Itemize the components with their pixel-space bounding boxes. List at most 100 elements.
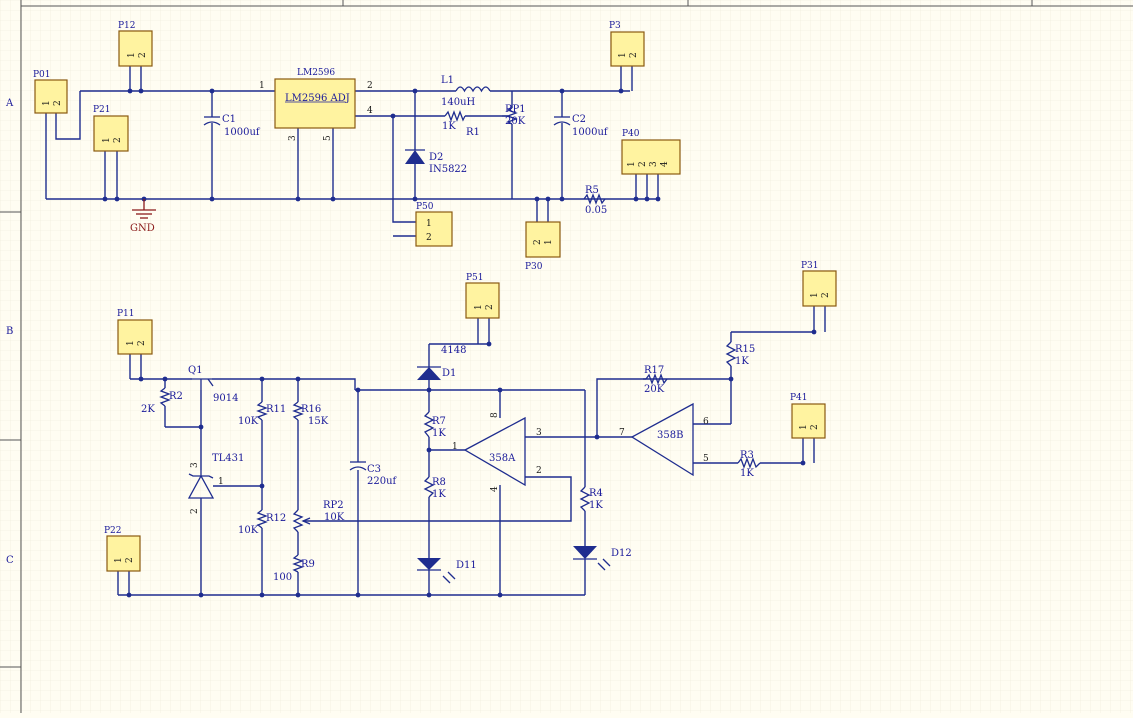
diode-d2[interactable]: [405, 149, 425, 164]
capacitor-c3[interactable]: [349, 461, 367, 471]
r9-value: 100: [273, 572, 292, 583]
row-label-b: B: [6, 326, 13, 337]
tl431-reference[interactable]: [187, 470, 215, 499]
l1-ref: L1: [441, 75, 454, 86]
resistor-r15[interactable]: [725, 341, 737, 367]
p12-label: P12: [118, 21, 136, 31]
resistor-r16[interactable]: [292, 401, 304, 421]
connector-p21[interactable]: 1 2: [93, 115, 129, 152]
gnd-label: GND: [130, 223, 155, 234]
potentiometer-rp2[interactable]: [292, 509, 311, 533]
top-circuit-wires: [45, 66, 660, 237]
p51-label: P51: [466, 273, 484, 283]
resistor-r1[interactable]: [444, 110, 466, 122]
connector-p11[interactable]: 1 2: [117, 319, 153, 355]
potentiometer-rp1[interactable]: [502, 107, 518, 125]
svg-text:2: 2: [638, 161, 648, 167]
opamp-358b[interactable]: [630, 402, 694, 477]
svg-text:1: 1: [426, 219, 432, 229]
led-d12[interactable]: [573, 546, 611, 571]
u2a-pin4: 4: [490, 486, 500, 492]
d11-ref: D11: [456, 560, 477, 571]
resistor-r5[interactable]: [583, 193, 606, 205]
d2-ref: D2: [429, 152, 443, 163]
r1-value: 1K: [442, 121, 456, 132]
lm2596-ref: LM2596: [297, 68, 335, 78]
rp1-value: 20K: [505, 116, 526, 127]
connector-p12[interactable]: 1 2: [118, 30, 153, 67]
lm2596-regulator[interactable]: LM2596 ADJ: [274, 78, 356, 129]
r8-ref: R8: [432, 477, 446, 488]
connector-p40[interactable]: 1 2 3 4: [621, 139, 681, 175]
connector-p01[interactable]: 1 2: [34, 79, 68, 114]
led-d11[interactable]: [417, 558, 456, 584]
connector-p31[interactable]: 1 2: [802, 270, 837, 307]
resistor-r9[interactable]: [292, 554, 304, 573]
resistor-r8[interactable]: [423, 476, 435, 498]
r12-ref: R12: [266, 513, 286, 524]
svg-text:1: 1: [627, 161, 637, 167]
svg-text:1: 1: [126, 340, 136, 346]
c3-ref: C3: [367, 464, 381, 475]
svg-text:2: 2: [810, 424, 820, 430]
u2a-pin2: 2: [536, 466, 542, 476]
resistor-r3[interactable]: [737, 457, 761, 469]
diode-d1[interactable]: [417, 366, 441, 380]
svg-text:2: 2: [113, 137, 123, 143]
r17-ref: R17: [644, 365, 664, 376]
c2-ref: C2: [572, 114, 586, 125]
tl431-label: TL431: [212, 453, 244, 464]
svg-text:2: 2: [138, 52, 148, 58]
svg-text:1: 1: [544, 239, 554, 245]
svg-text:2: 2: [485, 304, 495, 310]
row-label-a: A: [5, 98, 14, 109]
svg-text:2: 2: [137, 340, 147, 346]
r9-ref: R9: [301, 559, 315, 570]
rp2-value: 10K: [324, 512, 345, 523]
u1-pin5: 5: [323, 135, 333, 141]
resistor-r12[interactable]: [256, 509, 268, 529]
svg-text:2: 2: [53, 100, 63, 106]
r2-ref: R2: [169, 391, 183, 402]
u2b-pin5: 5: [703, 454, 709, 464]
p40-label: P40: [622, 129, 640, 139]
u2b-pin7: 7: [619, 428, 625, 438]
resistor-r7[interactable]: [423, 411, 435, 438]
l1-value: 140uH: [441, 97, 476, 108]
connector-p41[interactable]: 1 2: [791, 403, 826, 439]
transistor-q1[interactable]: [192, 378, 214, 390]
connector-p51[interactable]: 1 2: [465, 282, 500, 319]
r4-value: 1K: [589, 500, 603, 511]
d1-value: 4148: [441, 345, 466, 356]
svg-text:1: 1: [799, 424, 809, 430]
connector-p22[interactable]: 1 2: [106, 535, 141, 572]
svg-text:1: 1: [102, 137, 112, 143]
svg-text:2: 2: [821, 292, 831, 298]
svg-text:1: 1: [127, 52, 137, 58]
rp1-ref: RP1: [505, 104, 526, 115]
resistor-r4[interactable]: [579, 486, 591, 512]
resistor-r2[interactable]: [159, 387, 171, 407]
r7-ref: R7: [432, 416, 446, 427]
svg-text:1: 1: [618, 52, 628, 58]
capacitor-c1[interactable]: [203, 116, 221, 126]
tl431-pin2: 2: [190, 508, 200, 514]
u1-pin1: 1: [259, 81, 265, 91]
resistor-r17[interactable]: [645, 373, 668, 385]
bottom-circuit-wires: [117, 306, 826, 596]
top-junctions: [102, 88, 661, 202]
connector-p50[interactable]: 1 2: [415, 211, 453, 247]
opamp-358a[interactable]: [463, 416, 526, 487]
d12-ref: D12: [611, 548, 632, 559]
p50-label: P50: [416, 202, 434, 212]
connector-p30[interactable]: 2 1: [525, 221, 561, 258]
c3-value: 220uf: [367, 476, 398, 487]
resistor-r11[interactable]: [256, 401, 268, 421]
svg-text:2: 2: [426, 233, 432, 243]
c1-value: 1000uf: [224, 127, 261, 138]
capacitor-c2[interactable]: [553, 116, 571, 126]
connector-p3[interactable]: 1 2: [610, 31, 645, 67]
r17-value: 20K: [644, 384, 665, 395]
inductor-l1[interactable]: [455, 86, 491, 93]
